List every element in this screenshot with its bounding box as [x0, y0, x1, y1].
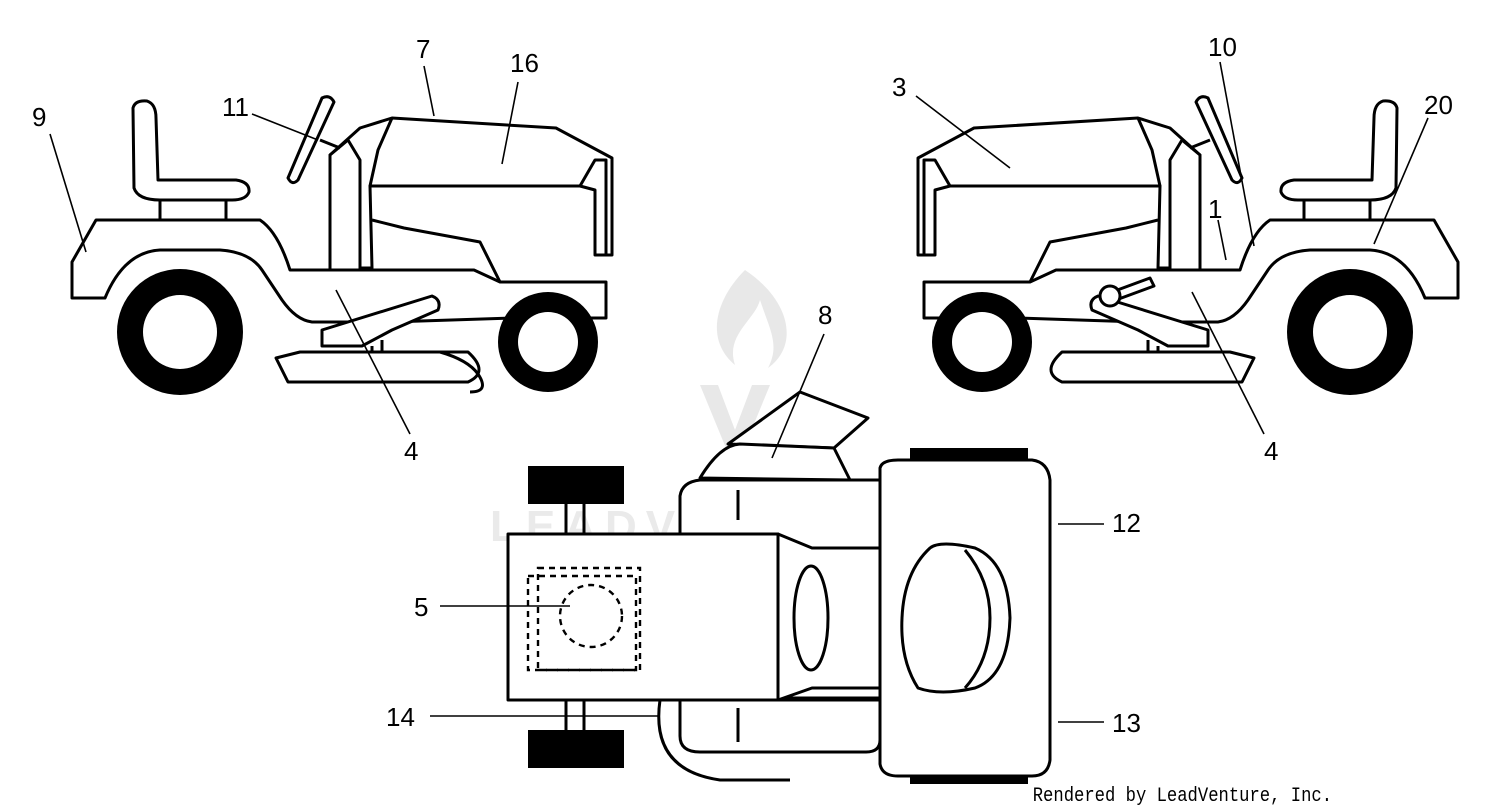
callout-8: 8 [818, 300, 832, 330]
credit-text: Rendered by LeadVenture, Inc. [1032, 785, 1332, 808]
callout-20: 20 [1424, 90, 1453, 120]
callout-9: 9 [32, 102, 46, 132]
callout-4-right: 4 [1264, 436, 1278, 466]
callout-labels: 9 11 7 16 4 3 10 20 1 4 8 12 13 5 14 [32, 32, 1453, 738]
left-side-view-tractor [70, 95, 614, 395]
callout-12: 12 [1112, 508, 1141, 538]
top-view-tractor [506, 390, 1052, 784]
callout-10: 10 [1208, 32, 1237, 62]
callout-3: 3 [892, 72, 906, 102]
callout-5: 5 [414, 592, 428, 622]
leader-lines [49, 61, 1429, 723]
callout-4-left: 4 [404, 436, 418, 466]
callout-14: 14 [386, 702, 415, 732]
callout-1: 1 [1208, 194, 1222, 224]
callout-11: 11 [222, 92, 249, 122]
callout-7: 7 [416, 34, 430, 64]
callout-16: 16 [510, 48, 539, 78]
callout-13: 13 [1112, 708, 1141, 738]
right-side-view-tractor [916, 95, 1460, 395]
